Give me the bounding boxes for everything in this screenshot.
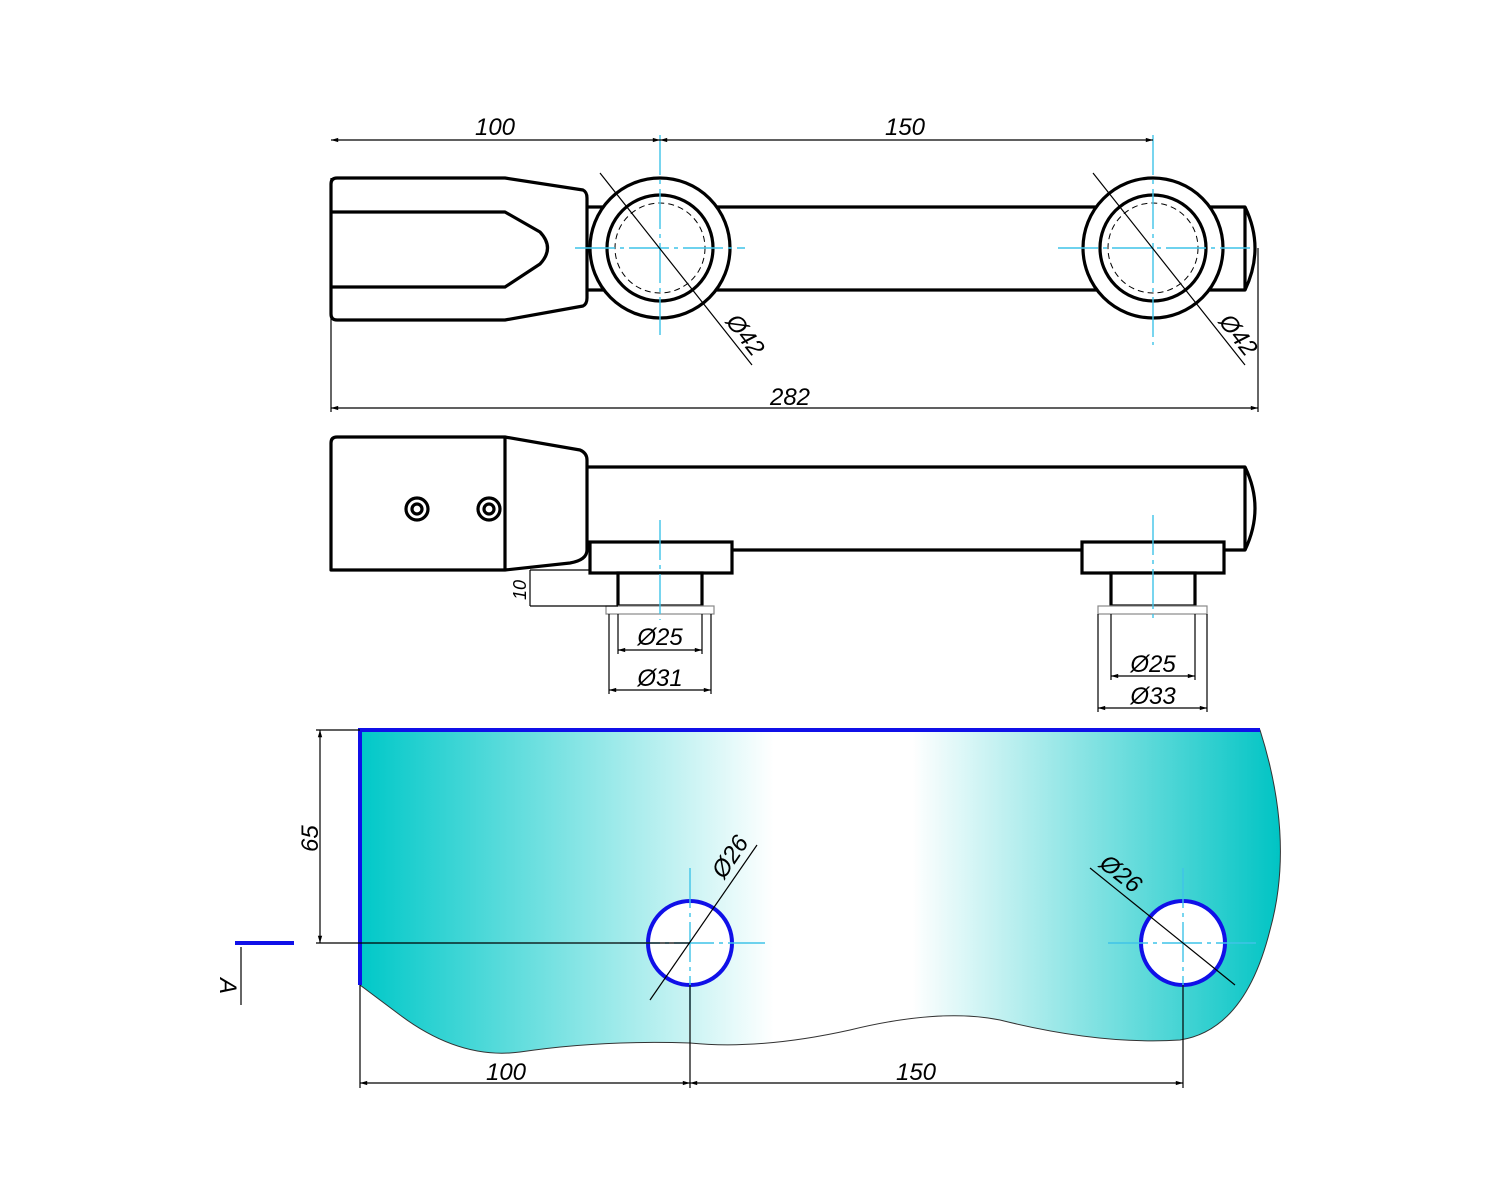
dim-top-150: 150: [885, 114, 926, 141]
dia-side-left-inner: Ø25: [636, 624, 683, 651]
dia-side-right-inner: Ø25: [1129, 651, 1176, 678]
dim-top-282: 282: [769, 384, 810, 411]
section-label-a: A: [214, 976, 241, 994]
dia-top-right: Ø42: [1213, 308, 1263, 361]
dia-side-right-outer: Ø33: [1129, 683, 1176, 710]
dia-side-left-outer: Ø31: [636, 665, 682, 692]
dim-section-65: 65: [297, 825, 324, 852]
dim-section-100: 100: [486, 1059, 527, 1086]
top-view: 100 150 282 Ø42 Ø42: [329, 114, 1263, 412]
dia-top-left: Ø42: [720, 308, 770, 361]
dim-top-100: 100: [475, 114, 516, 141]
side-view: 10 Ø25 Ø31 Ø25 Ø33: [329, 435, 1257, 712]
dim-section-150: 150: [896, 1059, 937, 1086]
section-view: 65 Ø26 Ø26 100 150 A: [214, 728, 1281, 1088]
dim-side-10: 10: [510, 580, 530, 600]
